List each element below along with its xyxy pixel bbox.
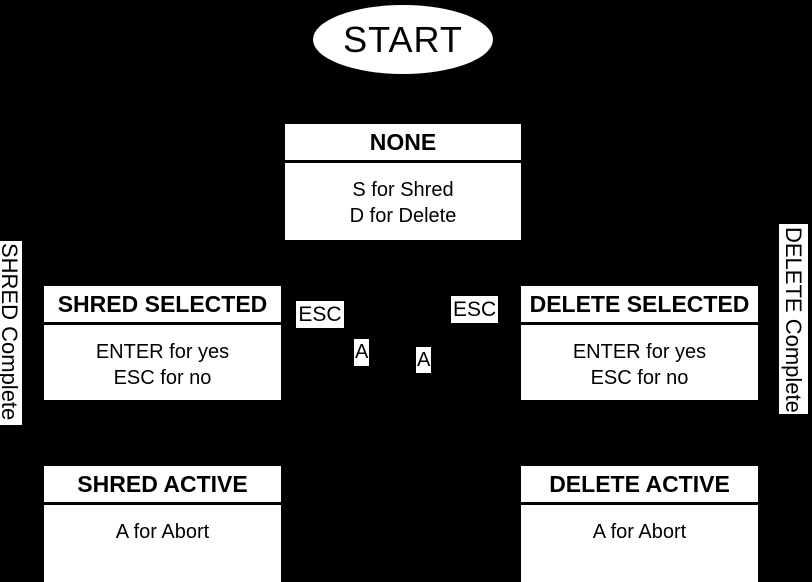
state-delete-active[interactable]: DELETE ACTIVE A for Abort xyxy=(520,465,759,582)
state-delete-selected-body: ENTER for yes ESC for no xyxy=(521,325,758,400)
state-delete-selected[interactable]: DELETE SELECTED ENTER for yes ESC for no xyxy=(520,285,759,401)
state-shred-selected-title: SHRED SELECTED xyxy=(44,286,281,325)
connector-delete-selected-to-active xyxy=(638,400,640,465)
state-shred-selected-body: ENTER for yes ESC for no xyxy=(44,325,281,400)
connector-start-to-none xyxy=(402,73,404,123)
connector-none-to-delete-selected xyxy=(638,241,640,285)
side-label-shred-complete: SHRED Complete xyxy=(0,241,22,425)
side-label-delete-complete-text: DELETE Complete xyxy=(781,227,806,413)
start-terminator: START xyxy=(313,5,493,74)
connector-shred-selected-to-active xyxy=(162,400,164,465)
side-label-shred-complete-text: SHRED Complete xyxy=(0,243,22,421)
state-delete-active-title: DELETE ACTIVE xyxy=(521,466,758,505)
state-shred-active-body: A for Abort xyxy=(44,505,281,582)
state-shred-active-line-1: A for Abort xyxy=(115,520,210,543)
state-shred-selected-line-1: ENTER for yes xyxy=(95,340,230,363)
state-shred-active[interactable]: SHRED ACTIVE A for Abort xyxy=(43,465,282,582)
state-delete-selected-line-2: ESC for no xyxy=(590,367,689,390)
connector-none-to-shred-selected xyxy=(162,241,164,285)
edge-label-delete-esc: ESC xyxy=(451,296,498,323)
edge-label-shred-abort: A xyxy=(354,339,369,366)
state-delete-active-line-1: A for Abort xyxy=(592,520,687,543)
edge-label-delete-abort: A xyxy=(416,347,431,373)
state-delete-selected-line-1: ENTER for yes xyxy=(572,340,707,363)
state-shred-active-title: SHRED ACTIVE xyxy=(44,466,281,505)
state-none-line-2: D for Delete xyxy=(349,205,457,228)
state-none-body: S for Shred D for Delete xyxy=(285,163,521,240)
state-delete-selected-title: DELETE SELECTED xyxy=(521,286,758,325)
start-label: START xyxy=(343,18,463,60)
state-shred-selected[interactable]: SHRED SELECTED ENTER for yes ESC for no xyxy=(43,285,282,401)
state-none-line-1: S for Shred xyxy=(352,178,454,201)
state-shred-selected-line-2: ESC for no xyxy=(113,367,212,390)
state-none[interactable]: NONE S for Shred D for Delete xyxy=(284,123,522,241)
state-delete-active-body: A for Abort xyxy=(521,505,758,582)
side-label-delete-complete: DELETE Complete xyxy=(779,224,808,414)
state-none-title: NONE xyxy=(285,124,521,163)
edge-label-shred-esc: ESC xyxy=(296,301,344,328)
